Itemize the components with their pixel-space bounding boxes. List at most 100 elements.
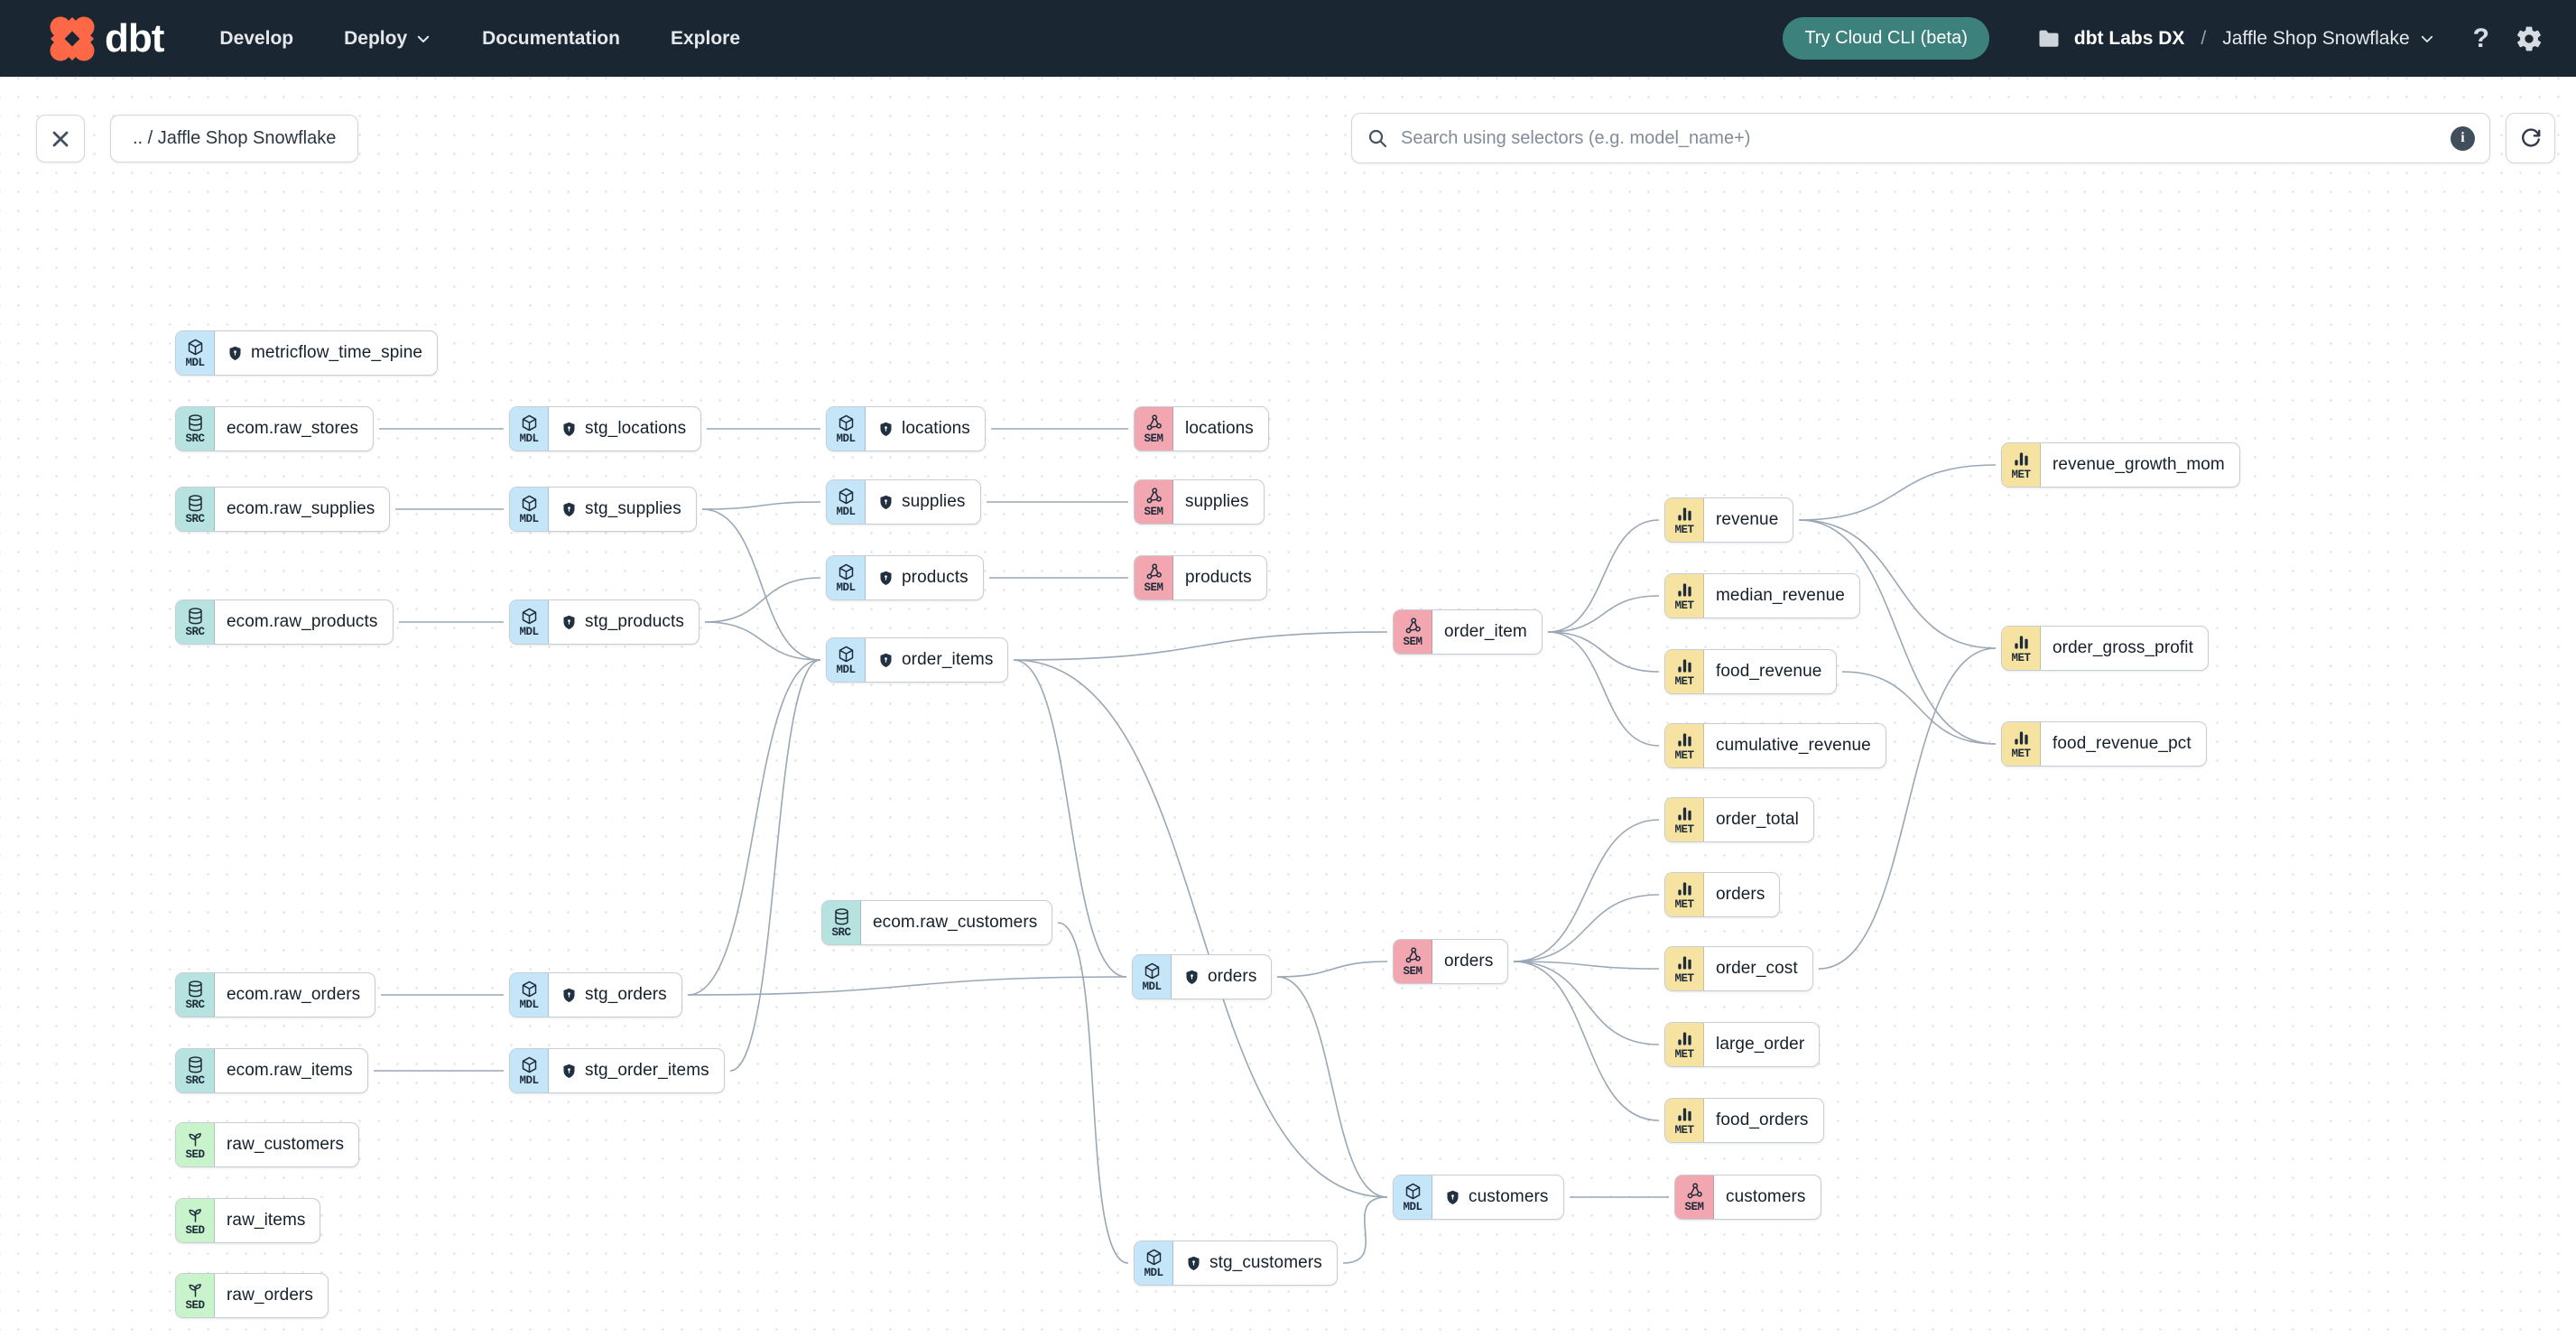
node-label: products <box>902 568 968 587</box>
database-icon <box>186 413 205 432</box>
node-type-badge: MDL <box>510 488 549 531</box>
node-type-badge: MDL <box>510 973 549 1017</box>
node-label: supplies <box>902 492 966 511</box>
info-icon[interactable]: i <box>2451 125 2475 151</box>
node-type-badge: SEM <box>1135 407 1173 451</box>
nav-item-develop[interactable]: Develop <box>219 27 294 49</box>
nav-item-documentation[interactable]: Documentation <box>482 27 620 49</box>
project-selector[interactable]: Jaffle Shop Snowflake <box>2222 28 2434 50</box>
node-type-badge: MET <box>2002 722 2041 766</box>
node-body: orders <box>1704 873 1779 916</box>
node-type-badge: SEM <box>1135 480 1173 524</box>
nav-item-deploy[interactable]: Deploy <box>344 28 431 50</box>
node-type-badge: SEM <box>1675 1175 1714 1219</box>
node-label: orders <box>1208 967 1257 986</box>
node-body: ecom.raw_customers <box>861 901 1052 944</box>
gear-icon[interactable] <box>2515 24 2544 53</box>
node-label: customers <box>1469 1187 1549 1206</box>
shield-icon <box>561 1063 578 1080</box>
lineage-edge <box>1013 659 1127 978</box>
database-icon <box>186 607 205 626</box>
node-type-badge: SRC <box>176 488 215 531</box>
cube-icon <box>1144 1248 1163 1267</box>
cube-icon <box>837 562 856 581</box>
dbt-logo[interactable]: dbt <box>49 15 164 62</box>
node-type-label: MET <box>1674 1123 1694 1137</box>
metric-bars-icon <box>2012 633 2031 652</box>
node-type-label: SRC <box>185 998 205 1011</box>
lineage-edge <box>1342 1196 1388 1264</box>
node-type-badge: MDL <box>827 556 866 599</box>
node-type-label: MET <box>1674 822 1694 836</box>
graph-node-mdl_customers[interactable]: MDL customers <box>1393 1175 1564 1220</box>
node-type-badge: SRC <box>176 973 215 1017</box>
node-type-label: MET <box>1674 748 1694 762</box>
semantic-graph-icon <box>1144 413 1163 432</box>
node-body: revenue <box>1704 498 1793 542</box>
node-type-badge: MET <box>1665 947 1704 990</box>
graph-node-met_cumulative_revenue[interactable]: MET cumulative_revenue <box>1664 723 1886 768</box>
graph-node-mdl_products[interactable]: MDL products <box>826 555 984 600</box>
selector-search-bar[interactable]: i <box>1351 113 2490 163</box>
try-cloud-cli-button[interactable]: Try Cloud CLI (beta) <box>1783 17 1989 60</box>
account-name[interactable]: dbt Labs DX <box>2073 27 2185 49</box>
node-label: cumulative_revenue <box>1716 736 1871 755</box>
help-icon[interactable]: ? <box>2472 23 2489 53</box>
close-lineage-button[interactable] <box>36 115 85 163</box>
node-type-badge: MET <box>1665 498 1704 542</box>
lineage-edge <box>1798 519 1997 745</box>
refresh-button[interactable] <box>2506 113 2555 163</box>
lineage-edge <box>1798 464 1997 521</box>
node-type-label: MDL <box>1403 1200 1422 1213</box>
node-type-label: MDL <box>836 432 856 445</box>
node-label: revenue_growth_mom <box>2052 455 2225 474</box>
node-type-badge: MDL <box>176 331 215 375</box>
node-body: order_cost <box>1704 947 1812 990</box>
search-input[interactable] <box>1401 127 2451 149</box>
nav-item-explore[interactable]: Explore <box>670 27 740 49</box>
node-body: raw_items <box>215 1199 320 1242</box>
node-type-label: SEM <box>1403 964 1422 978</box>
lineage-canvas[interactable] <box>0 77 2576 1338</box>
node-type-label: SEM <box>1144 505 1163 518</box>
lineage-breadcrumb[interactable]: .. / Jaffle Shop Snowflake <box>110 115 359 163</box>
node-type-badge: MET <box>2002 627 2041 670</box>
